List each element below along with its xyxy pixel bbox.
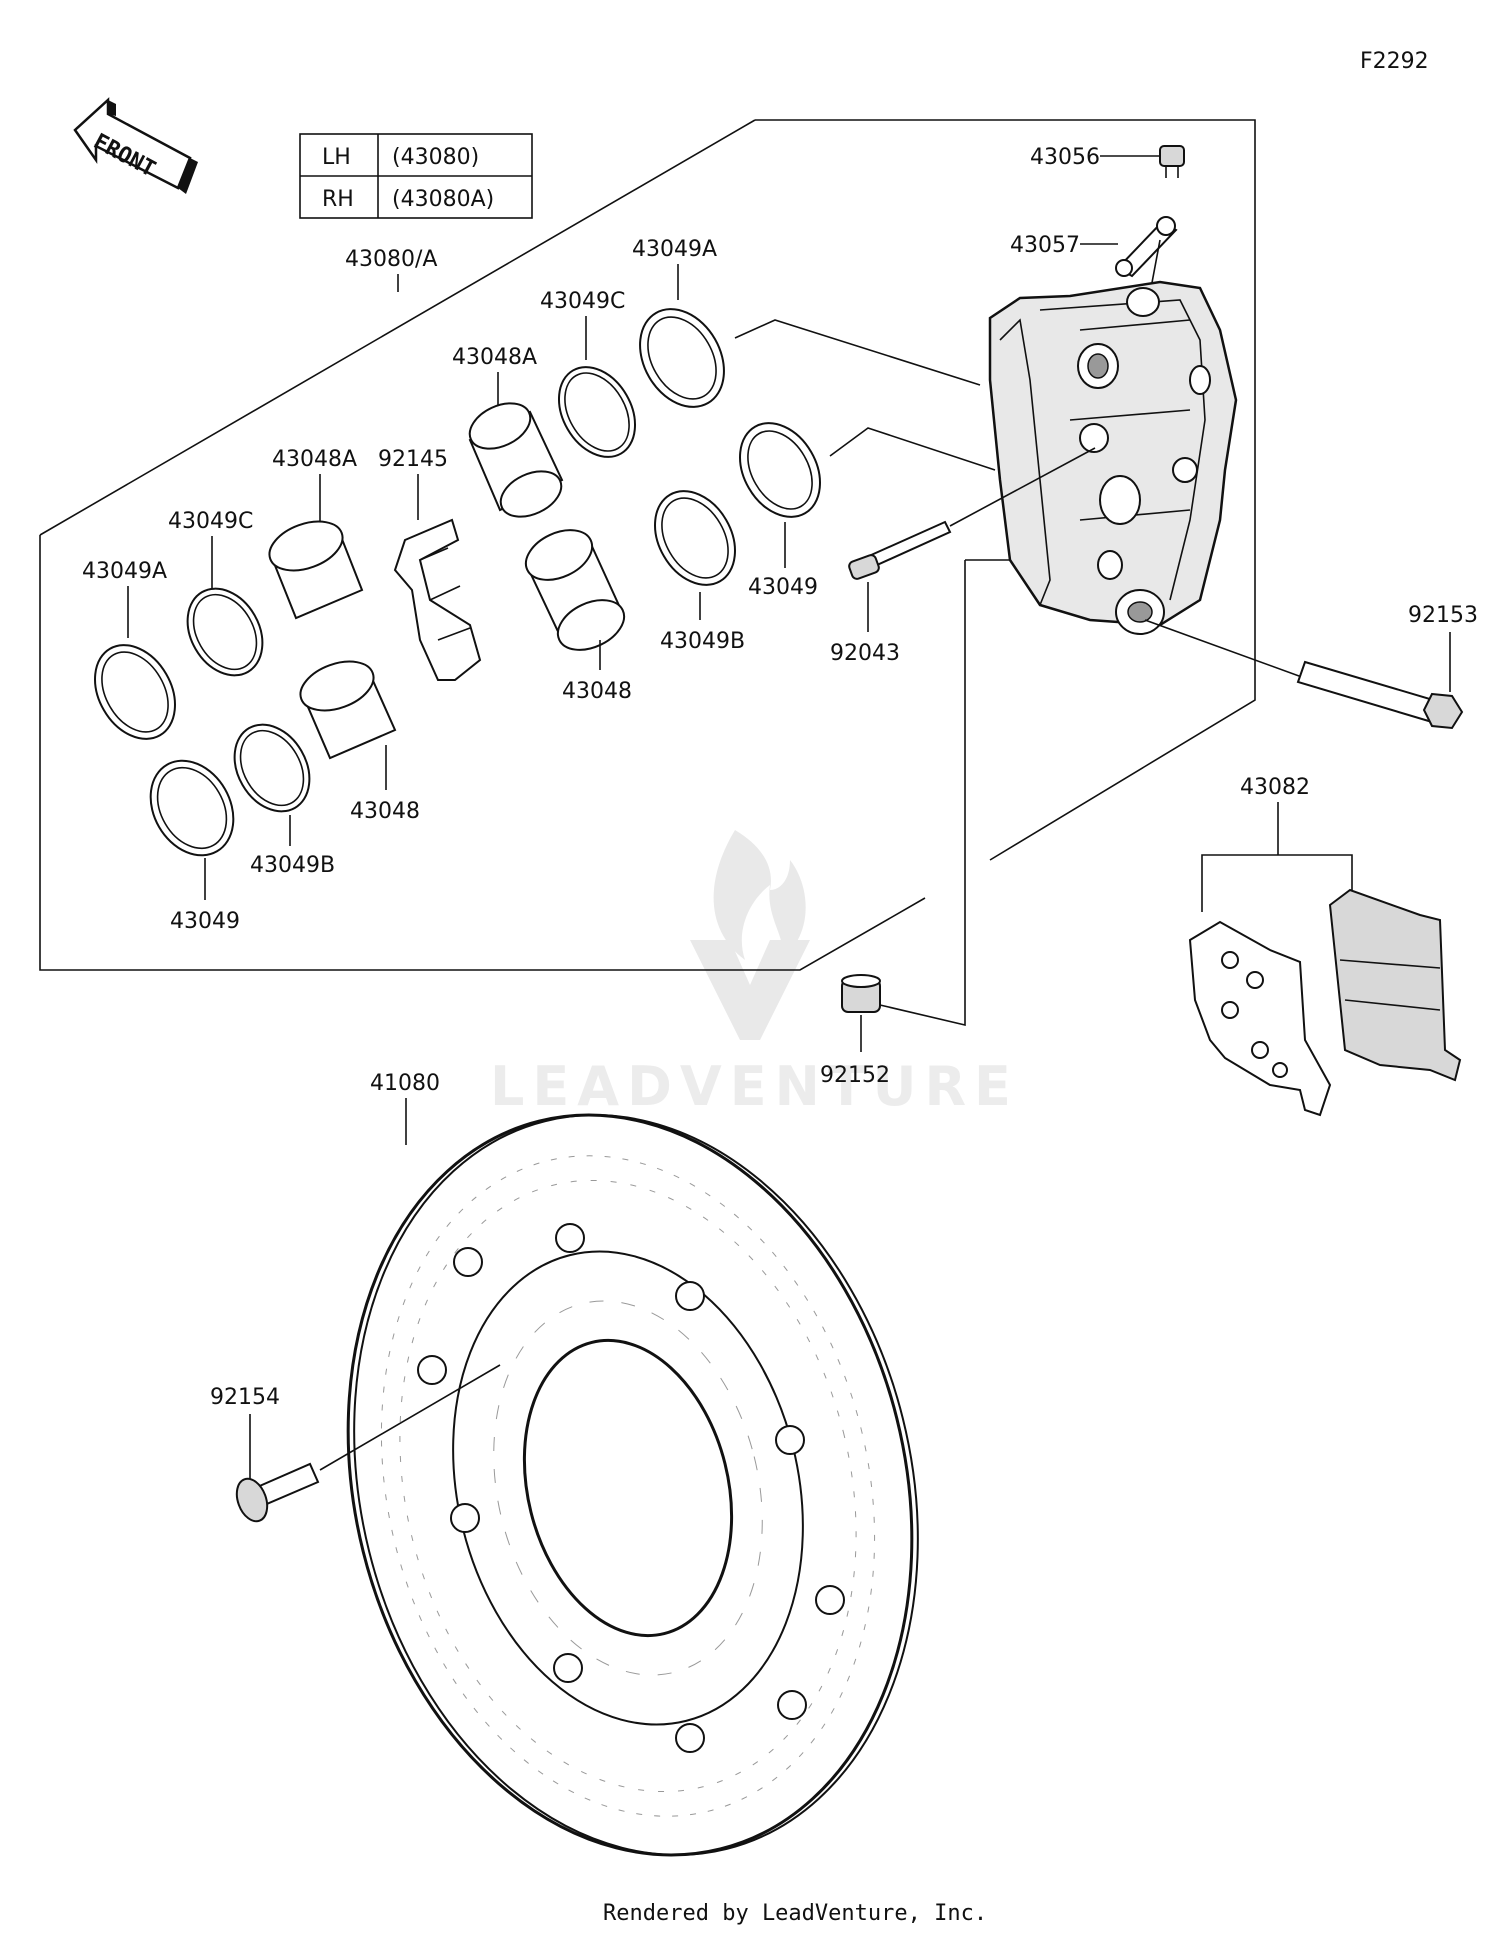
label-seal-top-right: 43049 [748,575,818,600]
piston-a-top-part [468,402,564,518]
leader-pad-set-bracket [1201,854,1353,912]
seal-top-right-part [739,422,821,518]
spring-part [393,518,482,681]
seal-a-left-part [94,644,176,740]
disc-bolt-part [235,1462,320,1523]
label-piston-left: 43048 [350,799,420,824]
table-part-rh: (43080A) [392,187,494,212]
piston-left-part [299,660,397,760]
bleed-cap-part [1159,145,1185,178]
label-disc-bolt: 92154 [210,1385,280,1410]
label-spring: 92145 [378,447,448,472]
piston-a-left-part [268,520,364,620]
label-collar: 92152 [820,1063,890,1088]
label-caliper-assy: 43080/A [345,247,437,272]
label-bleed-valve: 43057 [1010,233,1080,258]
label-bleed-cap: 43056 [1030,145,1100,170]
piston-mid-part [524,529,626,651]
label-disc: 41080 [370,1071,440,1096]
label-seal-c-left: 43049C [168,509,253,534]
leader-seal-top [734,319,981,386]
seal-a-top-part [639,308,725,408]
table-side-rh: RH [322,187,354,212]
bolt-right-part [1296,660,1464,730]
label-seal-b-mid: 43049B [660,629,745,654]
figure-code: F2292 [1360,49,1429,74]
caliper-body [988,280,1238,635]
assembly-outline-top [755,119,1256,861]
leader-seal-right [829,427,996,471]
label-piston-a-top: 43048A [452,345,537,370]
label-piston-mid: 43048 [562,679,632,704]
side-table: LH (43080) RH (43080A) [299,133,533,219]
watermark-logo [690,830,810,1040]
leader-bolt-right-a [1144,619,1311,681]
seal-b-mid-part [654,490,736,586]
table-side-lh: LH [322,145,351,170]
label-seal-b-left: 43049B [250,853,335,878]
footer-credit: Rendered by LeadVenture, Inc. [603,1901,987,1926]
pad-pin-part [848,520,952,580]
bleed-valve-part [1115,216,1178,278]
label-seal-a-top: 43049A [632,237,717,262]
label-seal-bottom-left: 43049 [170,909,240,934]
table-part-lh: (43080) [392,145,479,170]
seal-c-top-part [558,366,636,458]
pad-right-part [1328,888,1462,1082]
label-pad-pin: 92043 [830,641,900,666]
seal-b-left-part [233,723,311,813]
label-bolt-right: 92153 [1408,603,1478,628]
leader-pad-pin-b [949,447,1096,527]
label-seal-a-left: 43049A [82,559,167,584]
leader-collar-b [879,560,966,1027]
watermark-text: LEADVENTURE [490,1055,1019,1118]
brake-disc-part [346,1113,919,1857]
label-seal-c-top: 43049C [540,289,625,314]
label-piston-a-left: 43048A [272,447,357,472]
leader-disc-bolt-b [319,1364,501,1471]
seal-bottom-left-part [149,759,235,857]
assembly-outline-bottom [39,535,926,971]
label-pad-set: 43082 [1240,775,1310,800]
assembly-outline-left-diag [39,119,756,536]
front-arrow-icon: FRONT [73,97,198,194]
pad-left-part [1188,920,1332,1117]
seal-c-left-part [186,587,264,677]
collar-part [841,974,881,1013]
